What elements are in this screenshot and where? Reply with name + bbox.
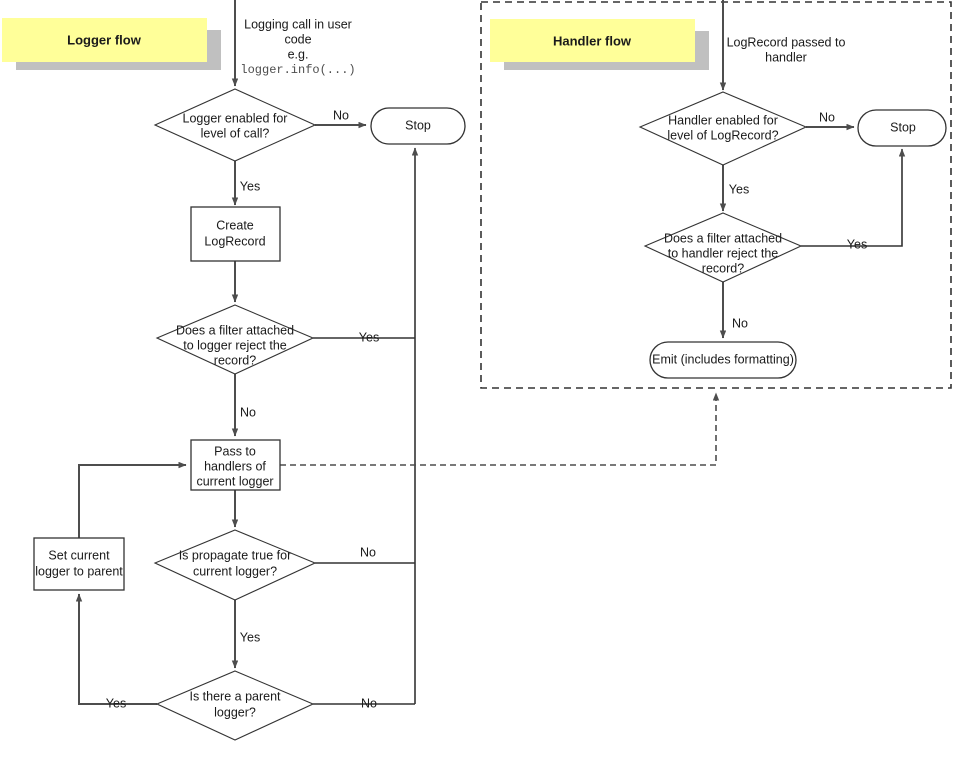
handler-flow-banner-label: Handler flow [553, 33, 632, 48]
terminator-emit-label: Emit (includes formatting) [652, 352, 794, 366]
handler-entry-caption-line1: LogRecord passed to [727, 35, 846, 49]
logger-entry-caption-line2: code [284, 32, 311, 46]
terminator-emit[interactable] [649, 341, 797, 379]
decision-logger-enabled[interactable] [153, 88, 317, 162]
process-pass-to-handlers-line2: handlers of [204, 459, 266, 473]
decision-logger-filter[interactable] [155, 304, 315, 375]
decision-logger-enabled-line2: level of call? [201, 126, 270, 140]
decision-handler-enabled[interactable] [638, 91, 808, 166]
process-pass-to-handlers-line1: Pass to [214, 444, 256, 458]
logger-entry-caption-code: logger.info(...) [240, 63, 355, 77]
decision-handler-filter-line2: to handler reject the [668, 246, 779, 260]
process-set-parent-line1: Set current [48, 548, 110, 562]
handler-flow-banner [490, 19, 695, 62]
logger-flow-banner-label: Logger flow [67, 32, 142, 47]
process-pass-to-handlers-line3: current logger [196, 474, 273, 488]
edge-label-propagate-no: No [360, 545, 376, 559]
edge-label-has-parent-no: No [361, 696, 377, 710]
decision-has-parent-line1: Is there a parent [189, 689, 281, 703]
decision-logger-filter-line2: to logger reject the [183, 338, 287, 352]
decision-is-propagate-line1: Is propagate true for [179, 548, 292, 562]
decision-has-parent-logger[interactable] [155, 670, 315, 741]
decision-is-propagate[interactable] [153, 529, 317, 601]
terminator-logger-stop[interactable] [370, 107, 466, 145]
handler-flow-group-frame [480, 1, 952, 389]
decision-handler-filter-line3: record? [702, 261, 744, 275]
decision-handler-filter[interactable] [643, 212, 803, 283]
edge-label-has-parent-yes: Yes [106, 696, 126, 710]
logger-flow-banner [2, 18, 207, 62]
edge-label-propagate-yes: Yes [240, 630, 260, 644]
edge-set-parent-to-pass [78, 461, 187, 538]
edge-pass-to-handler-flow-dashed [280, 392, 720, 466]
edge-label-logger-enabled-no: No [333, 108, 349, 122]
decision-is-propagate-line2: current logger? [193, 564, 277, 578]
logger-entry-caption-line3: e.g. [288, 47, 309, 61]
decision-handler-filter-line1: Does a filter attached [664, 231, 782, 245]
terminator-logger-stop-label: Stop [405, 118, 431, 132]
decision-handler-enabled-line2: level of LogRecord? [667, 128, 778, 142]
edge-label-logger-filter-yes: Yes [359, 330, 379, 344]
edge-has-parent-yes [75, 593, 157, 705]
edge-label-logger-enabled-yes: Yes [240, 179, 260, 193]
decision-logger-filter-line1: Does a filter attached [176, 323, 294, 337]
decision-has-parent-line2: logger? [214, 705, 256, 719]
process-create-logrecord-line1: Create [216, 218, 254, 232]
edge-label-handler-enabled-yes: Yes [729, 182, 749, 196]
process-pass-to-handlers[interactable] [190, 439, 281, 491]
handler-entry-caption-line2: handler [765, 50, 807, 64]
process-set-parent-line2: logger to parent [35, 564, 123, 578]
logger-entry-caption-line1: Logging call in user [244, 17, 352, 31]
decision-handler-enabled-line1: Handler enabled for [668, 113, 778, 127]
decision-logger-enabled-line1: Logger enabled for [183, 111, 288, 125]
process-set-current-logger-to-parent[interactable] [33, 537, 125, 591]
edge-label-handler-filter-yes: Yes [847, 237, 867, 251]
terminator-handler-stop[interactable] [857, 109, 947, 147]
edge-handler-filter-yes [801, 148, 906, 247]
decision-logger-filter-line3: record? [214, 353, 256, 367]
process-create-logrecord[interactable] [190, 206, 281, 262]
edge-label-logger-filter-no: No [240, 405, 256, 419]
process-create-logrecord-line2: LogRecord [204, 234, 265, 248]
edge-label-handler-filter-no: No [732, 316, 748, 330]
edge-label-handler-enabled-no: No [819, 110, 835, 124]
terminator-handler-stop-label: Stop [890, 120, 916, 134]
